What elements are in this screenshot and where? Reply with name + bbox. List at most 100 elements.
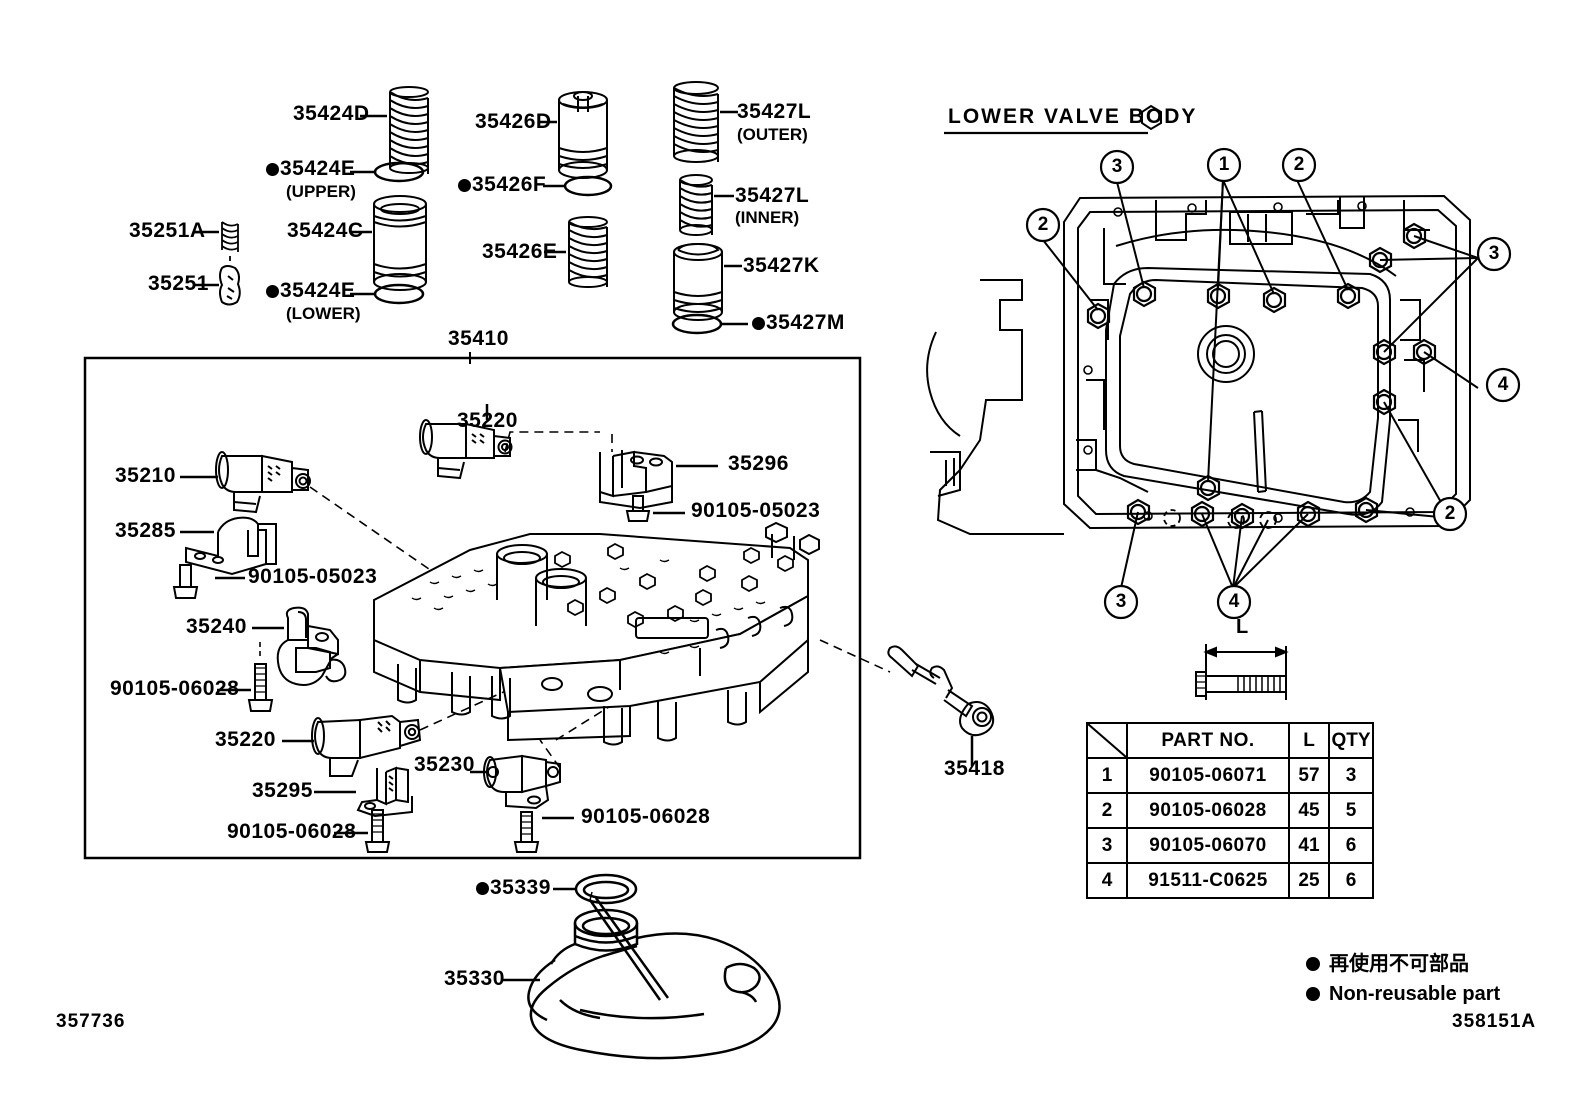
label-35424E-lower: 35424E [266,279,355,302]
table-cell-length: 25 [1288,862,1330,899]
label-90105-05023-left: 90105-05023 [248,565,378,588]
table-header-part-no: PART NO. [1126,722,1290,759]
label-35427M: 35427M [752,311,845,334]
bolt-90105-06028-bottomright [513,811,574,853]
label-35330: 35330 [444,967,505,990]
callout-4-bottom: 4 [1228,591,1240,612]
table-cell-part-no: 90105-06071 [1126,757,1290,794]
table-cell-part-no: 90105-06028 [1126,792,1290,829]
parts-table: PART NO. L QTY 1 90105-06071 57 3 2 9010… [1086,722,1374,899]
sheet-ref-right: 358151A [1452,1011,1537,1032]
table-cell-length: 45 [1288,792,1330,829]
callout-1-top: 1 [1218,154,1230,175]
label-35427L-outer-sub: (OUTER) [737,125,808,144]
legend-row-english: Non-reusable part [1306,979,1500,1009]
label-35424D: 35424D [293,102,370,125]
callout-3-top-left: 3 [1111,156,1123,177]
part-35240-solenoid [252,606,347,686]
part-35330-oil-pan [502,891,781,1060]
label-35251: 35251 [148,272,209,295]
label-35427L-outer: 35427L [737,100,812,123]
part-35251A-spring [195,221,239,264]
sheet-ref-left: 357736 [56,1011,126,1032]
label-35427L-inner-sub: (INNER) [735,208,800,227]
label-35427K: 35427K [743,254,820,277]
callout-circles [1025,147,1521,620]
label-35251A: 35251A [129,219,206,242]
part-35251-valve [195,265,241,306]
bolt-90105-05023-left [172,564,245,599]
table-cell-qty: 6 [1328,827,1374,864]
part-35424D-spring [360,86,429,174]
label-35426D: 35426D [475,110,552,133]
bolt-90105-06028-mid [217,640,274,712]
part-35339-gasket [553,873,638,905]
label-35424E-upper: 35424E [266,157,355,180]
non-reusable-bullet-icon [266,163,279,176]
label-35220-bottom: 35220 [215,728,276,751]
label-35210: 35210 [115,464,176,487]
label-90105-05023-right: 90105-05023 [691,499,821,522]
table-cell-length: 41 [1288,827,1330,864]
label-35296: 35296 [728,452,789,475]
label-35220-top: 35220 [457,409,518,432]
label-35427L-inner: 35427L [735,184,810,207]
table-cell-index: 1 [1086,757,1128,794]
table-row: 2 90105-06028 45 5 [1086,792,1374,829]
part-35296-bracket [599,450,718,510]
part-35426F-oring [543,175,613,197]
label-35424E-upper-sub: (UPPER) [286,182,356,201]
label-35424E-lower-sub: (LOWER) [286,304,361,323]
legend-non-reusable: 再使用不可部品 Non-reusable part [1306,948,1500,1009]
label-35295: 35295 [252,779,313,802]
label-90105-06028-bottomleft: 90105-06028 [227,820,357,843]
label-35285: 35285 [115,519,176,542]
table-row: 1 90105-06071 57 3 [1086,757,1374,794]
callout-3-right: 3 [1488,243,1500,264]
callout-2-top-right: 2 [1293,154,1305,175]
part-35427K-sleeve [673,242,742,321]
label-35339: 35339 [476,876,551,899]
bolt-90105-06028-bottomleft [334,809,391,853]
callout-2-left: 2 [1037,214,1049,235]
part-35427M-oring [671,313,748,335]
label-35426F: 35426F [458,173,546,196]
non-reusable-bullet-icon [752,317,765,330]
table-cell-index: 4 [1086,862,1128,899]
part-35220-solenoid-bottom [282,714,422,777]
assembly-box-frame [83,356,862,860]
part-35295-bracket [314,766,413,818]
table-row: 4 91511-C0625 25 6 [1086,862,1374,899]
label-35424C: 35424C [287,219,364,242]
table-cell-part-no: 91511-C0625 [1126,862,1290,899]
non-reusable-bullet-icon [266,285,279,298]
non-reusable-bullet-icon [458,179,471,192]
non-reusable-bullet-icon [1306,987,1320,1001]
part-35230-solenoid [470,754,561,810]
table-row: 3 90105-06070 41 6 [1086,827,1374,864]
table-cell-qty: 6 [1328,862,1374,899]
label-35426E: 35426E [482,240,558,263]
part-35220-solenoid-top [419,404,513,480]
part-35424E-lower-oring [350,283,425,305]
part-35424C-sleeve [352,195,427,291]
callout-2-right-bottom: 2 [1444,503,1456,524]
label-35230: 35230 [414,753,475,776]
part-35427L-inner-spring [679,174,734,236]
label-90105-06028-mid: 90105-06028 [110,677,240,700]
table-header-length: L [1288,722,1330,759]
part-35427L-outer-spring [673,81,738,163]
label-35410: 35410 [448,327,509,350]
bolt-90105-05023-right [625,495,685,522]
part-35410-valve-body-assembly [373,521,820,746]
label-90105-06028-bottomright: 90105-06028 [581,805,711,828]
callout-4-right: 4 [1497,374,1509,395]
part-35426E-spring [544,216,608,288]
non-reusable-bullet-icon [1306,957,1320,971]
table-cell-length: 57 [1288,757,1330,794]
part-35424E-upper-oring [350,161,425,183]
label-bolt-length-L: L [1236,616,1249,638]
bolt-dimension-diagram [1195,644,1289,700]
